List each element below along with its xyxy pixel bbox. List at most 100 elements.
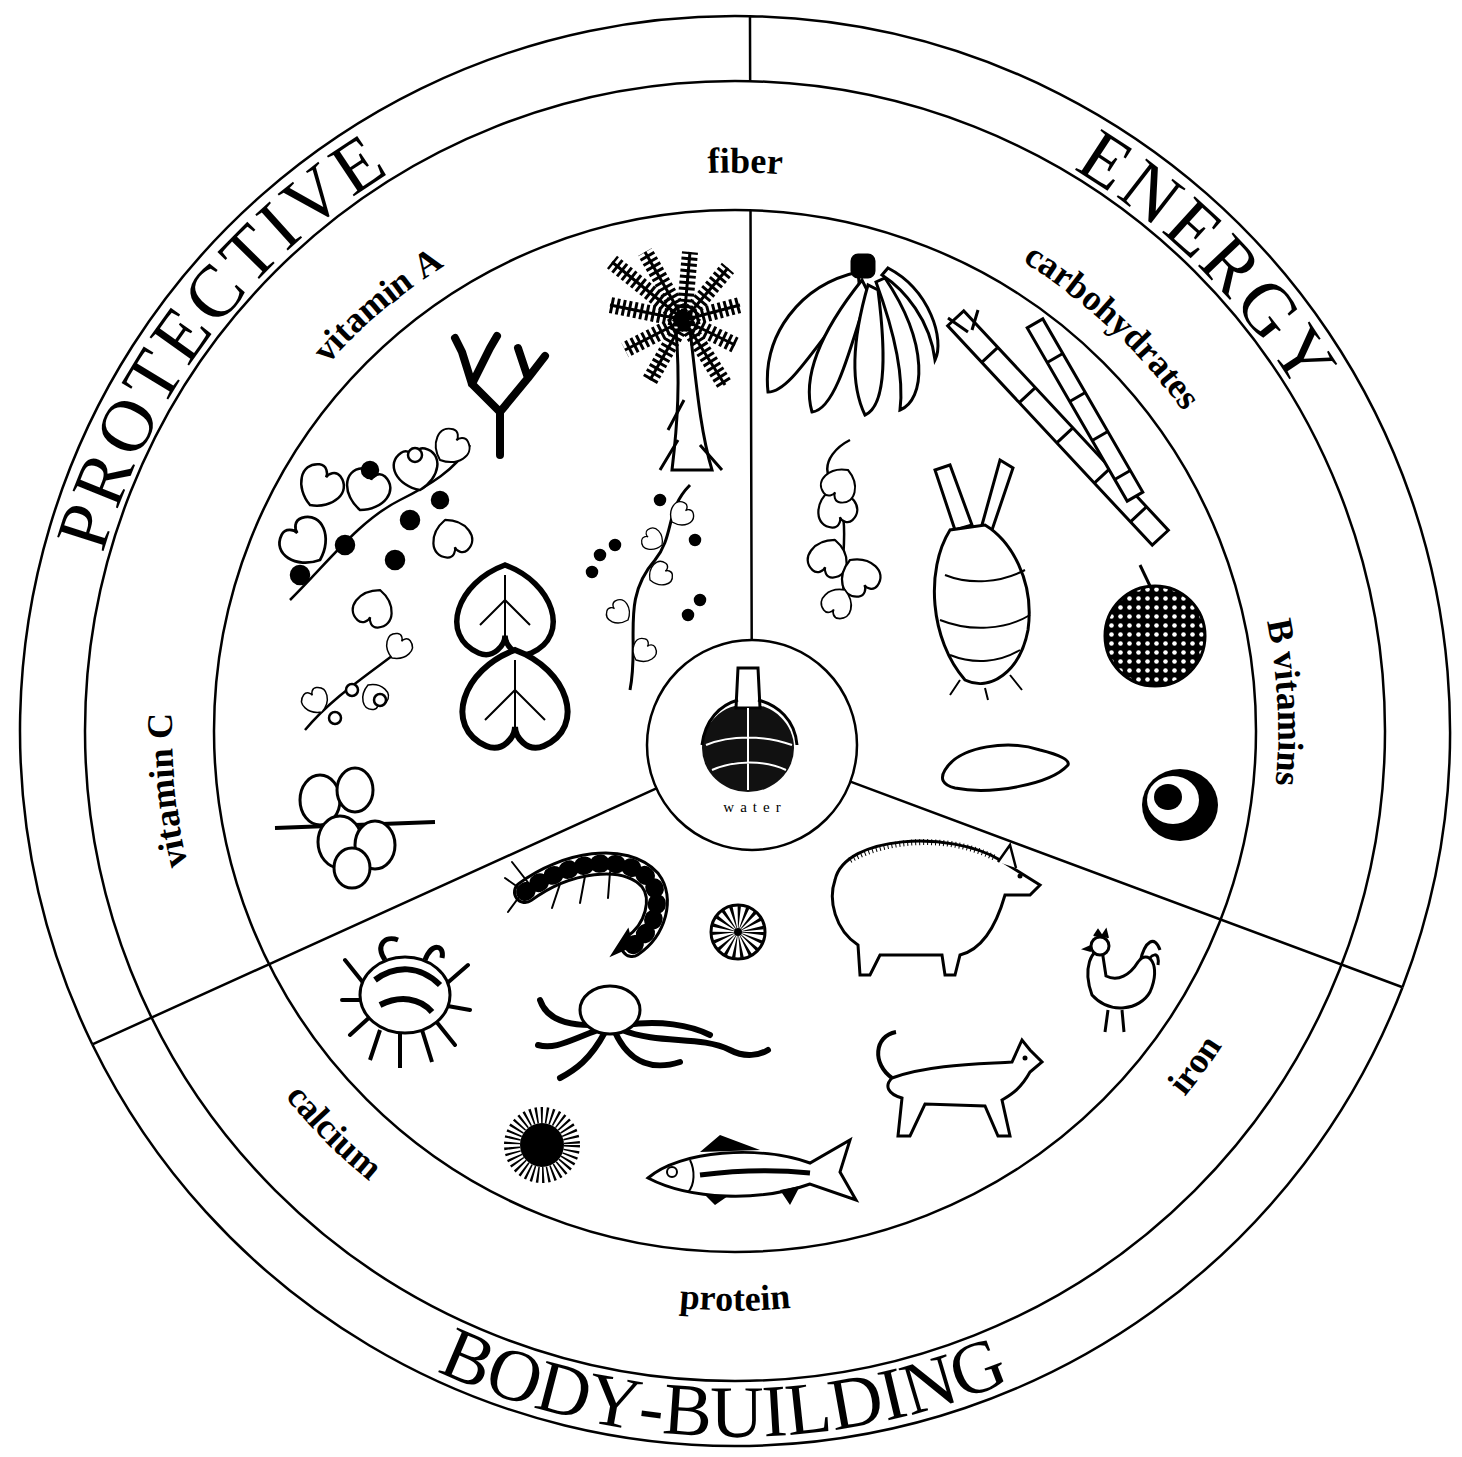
letter: e [750, 143, 767, 180]
taro-leaves [457, 565, 568, 748]
flowering-vine [349, 583, 399, 631]
nutrient-label: calcium [279, 1077, 389, 1187]
letter: n [1186, 1029, 1227, 1066]
letter: c [280, 1077, 318, 1112]
berry-branch [683, 610, 693, 620]
letter: B [1261, 615, 1301, 645]
bananas [855, 285, 883, 415]
letter: n [142, 748, 179, 770]
taro-corm [934, 460, 1030, 700]
chicken [1084, 930, 1160, 1032]
letter: r [699, 1280, 717, 1317]
letter: u [328, 1126, 367, 1166]
letter: i [1272, 741, 1308, 752]
sector-border [750, 16, 1450, 987]
letter: m [343, 1139, 389, 1186]
water-gourd [736, 668, 760, 708]
sweet-potato-vine [817, 582, 858, 622]
letter: t [1270, 679, 1307, 694]
letter: m [349, 281, 395, 328]
letter: h [1089, 291, 1128, 331]
letter: e [744, 1280, 761, 1316]
octopus [538, 986, 768, 1078]
letter: Y [582, 1360, 648, 1442]
sugarcane [948, 311, 1169, 545]
letter: r [765, 144, 783, 181]
flowering-vine [362, 462, 378, 478]
letter: f [707, 143, 720, 179]
sector-border [92, 782, 1402, 1446]
bananas [852, 255, 874, 277]
pig [1018, 874, 1023, 879]
fruit-cluster [334, 848, 370, 888]
sea-urchin [512, 1115, 572, 1175]
letter: a [1271, 691, 1308, 711]
letter: R [1188, 221, 1276, 308]
berry-branch [639, 525, 668, 554]
letter [398, 256, 426, 291]
sugarcane [948, 311, 1169, 545]
shrimp [525, 863, 657, 946]
sector-border [20, 16, 750, 1044]
letter: n [381, 261, 419, 302]
breadfruit [1140, 565, 1150, 586]
flowering-vine [427, 424, 475, 471]
small-fruit-vine [298, 684, 333, 718]
letter: r [1047, 256, 1081, 295]
letter: o [1176, 1045, 1216, 1081]
berry-branch [587, 567, 597, 577]
letter: N [892, 1341, 964, 1427]
coconut-half [1147, 776, 1199, 824]
letter: s [1170, 383, 1207, 416]
letter: t [1153, 360, 1188, 392]
small-fruit-vine [298, 630, 415, 730]
dog [888, 1040, 1042, 1136]
fish [648, 1135, 856, 1205]
sweet-potato [942, 745, 1068, 790]
letter: E [1152, 185, 1235, 270]
nutrient-label: fiber [707, 143, 784, 183]
water-circle: water [647, 640, 857, 850]
small-fruit-vine [374, 694, 386, 706]
crab [360, 957, 450, 1033]
pig [832, 841, 1040, 975]
group-heading: BODY-BUILDING [430, 1314, 1017, 1453]
chicken [1091, 937, 1109, 955]
water-gourd [702, 668, 797, 792]
letter: b [730, 143, 750, 179]
pig [998, 845, 1016, 868]
letter: G [939, 1323, 1015, 1411]
coconut-half [1142, 769, 1218, 841]
letter: V [269, 151, 357, 242]
letter: d [1117, 318, 1157, 357]
letter: c [1019, 236, 1052, 275]
letter: C [169, 250, 257, 335]
taro-corm [982, 460, 1013, 530]
letter: D [529, 1348, 599, 1433]
flowering-vine [391, 446, 441, 494]
shell [711, 905, 765, 959]
shrimp [612, 930, 632, 955]
letter: E [138, 295, 224, 375]
pandanus-tree [610, 252, 740, 385]
letter: i [321, 1120, 353, 1153]
nutrient-label: B vitamins [1259, 615, 1308, 787]
nutrient-label: vitamin A [306, 241, 449, 370]
nutrient-label: protein [678, 1278, 791, 1319]
letter: i [318, 323, 351, 355]
chicken [1084, 946, 1091, 951]
letter: m [144, 778, 183, 812]
letter: b [1060, 266, 1098, 307]
letter: t [150, 825, 188, 843]
letter: R [59, 442, 146, 515]
taro-corm [935, 465, 972, 530]
letter: r [1131, 333, 1168, 369]
flowering-vine [432, 492, 448, 508]
inner-ring [214, 210, 1256, 1252]
octopus [625, 1023, 710, 1035]
letter: E [1067, 116, 1145, 203]
letter: t [733, 1281, 745, 1317]
